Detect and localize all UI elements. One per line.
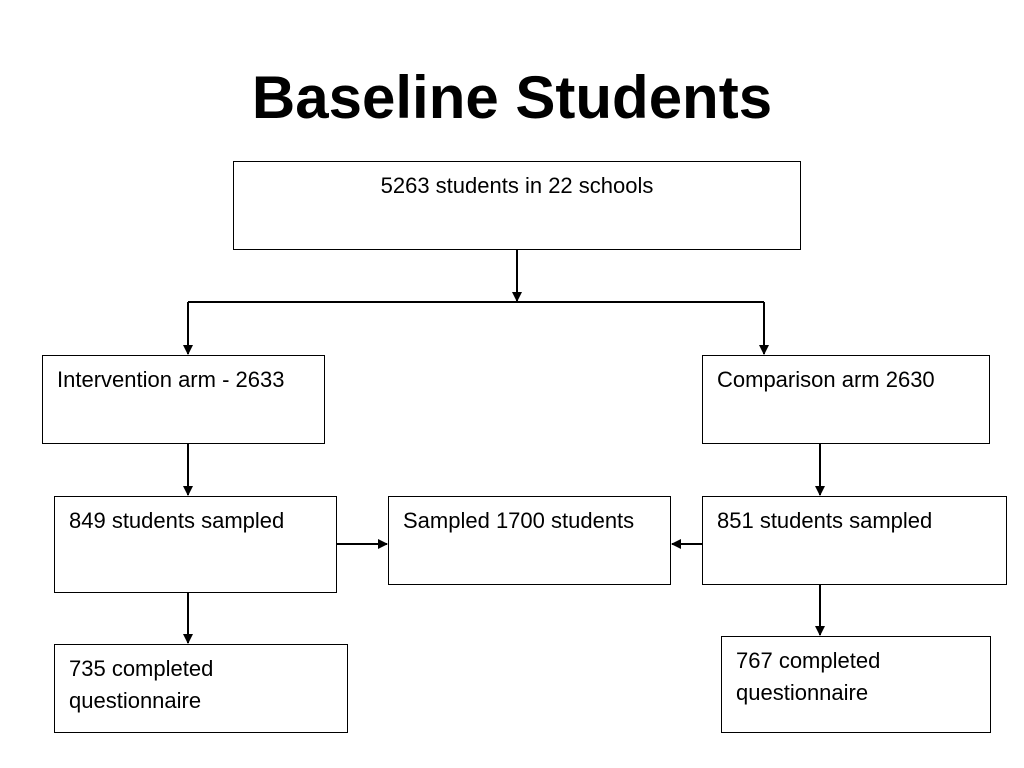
node-total-sampled: Sampled 1700 students bbox=[388, 496, 671, 585]
node-all-students: 5263 students in 22 schools bbox=[233, 161, 801, 250]
node-comparison-arm: Comparison arm 2630 bbox=[702, 355, 990, 444]
node-comparison-sampled: 851 students sampled bbox=[702, 496, 1007, 585]
node-intervention-arm: Intervention arm - 2633 bbox=[42, 355, 325, 444]
node-intervention-sampled: 849 students sampled bbox=[54, 496, 337, 593]
diagram-title: Baseline Students bbox=[251, 64, 773, 131]
node-intervention-completed: 735 completed questionnaire bbox=[54, 644, 348, 733]
node-comparison-completed: 767 completed questionnaire bbox=[721, 636, 991, 733]
